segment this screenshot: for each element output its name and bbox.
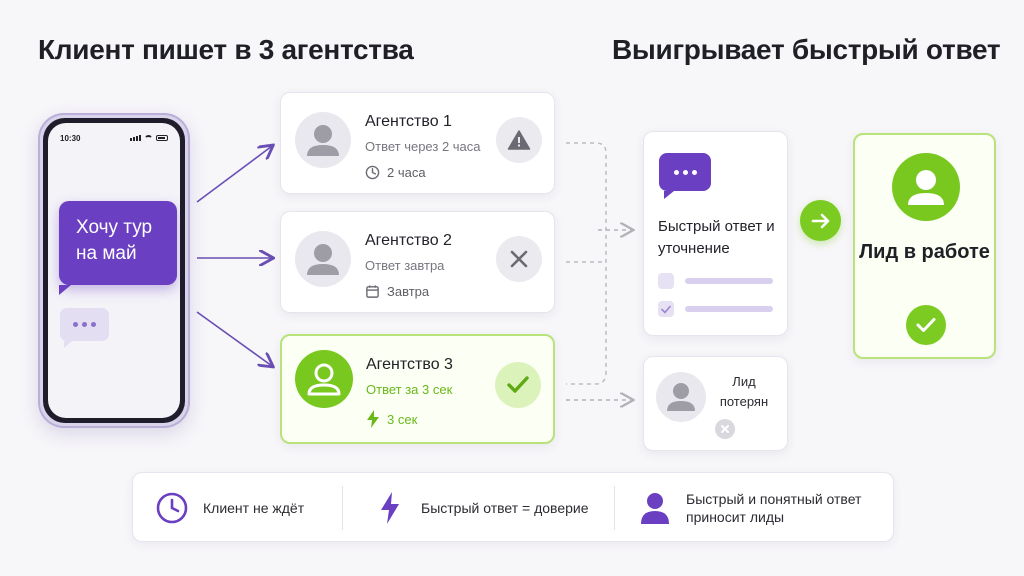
checklist-row (658, 273, 773, 289)
user-icon (638, 491, 672, 525)
arrow-to-agency-3 (196, 311, 272, 366)
user-avatar-icon (892, 153, 960, 221)
checklist-line (685, 278, 773, 284)
agency-time-label: 2 часа (387, 165, 426, 180)
feature-item: Быстрый ответ = доверие (373, 473, 589, 543)
agency-card-3: Агентство 3 Ответ за 3 сек 3 сек (280, 334, 555, 444)
lead-text: Лид в работе (859, 241, 990, 263)
title-left: Клиент пишет в 3 агентства (38, 34, 414, 65)
agency-time: Завтра (365, 284, 429, 299)
status-time: 10:30 (60, 134, 81, 143)
agency-time: 2 часа (365, 165, 426, 180)
feature-text: Быстрый и понятный ответ приносит лиды (686, 490, 862, 525)
cross-icon (496, 236, 542, 282)
calendar-icon (366, 285, 379, 298)
status-bar: 10:30 (60, 134, 168, 146)
phone-screen: 10:30 Хочу тур на май (48, 123, 180, 418)
lightning-icon (367, 410, 379, 428)
wifi-icon (144, 135, 153, 141)
title-right: Выигрывает быстрый ответ (612, 34, 1001, 65)
check-icon (495, 362, 541, 408)
signal-icon (130, 135, 141, 141)
divider (614, 486, 615, 530)
fast-response-card: Быстрый ответ и уточнение (643, 131, 788, 336)
features-bar: Клиент не ждёт Быстрый ответ = доверие Б… (132, 472, 894, 542)
battery-icon (156, 135, 168, 141)
fast-response-text: Быстрый ответ и уточнение (658, 218, 775, 257)
agency-name: Агентство 1 (365, 113, 452, 130)
agency-time-label: Завтра (387, 284, 430, 299)
cross-icon (715, 419, 735, 439)
phone: 10:30 Хочу тур на май (38, 113, 190, 428)
checkbox-icon (658, 273, 674, 289)
user-avatar-icon (295, 350, 353, 408)
agency-time-label: 3 сек (387, 411, 418, 427)
chat-icon (659, 153, 711, 199)
checklist-row (658, 301, 773, 317)
check-icon (906, 305, 946, 345)
lost-lead-text: Лид потерян (719, 374, 769, 410)
user-avatar-icon (295, 231, 351, 287)
agency-name: Агентство 3 (366, 356, 453, 373)
agency-name: Агентство 2 (365, 232, 452, 249)
feature-item: Клиент не ждёт (155, 473, 304, 543)
clock-icon (365, 165, 380, 180)
feature-item: Быстрый и понятный ответ приносит лиды (638, 473, 886, 543)
lost-lead-card: Лид потерян (643, 356, 788, 451)
checkbox-checked-icon (658, 301, 674, 317)
lead-in-work-card: Лид в работе (853, 133, 996, 359)
message-bubble: Хочу тур на май (59, 201, 177, 295)
dashed-agency-1 (566, 142, 607, 385)
agency-response: Ответ через 2 часа (365, 139, 481, 154)
arrow-right-icon (800, 200, 841, 241)
user-avatar-icon (656, 372, 706, 422)
feature-text: Быстрый ответ = доверие (421, 500, 589, 516)
agency-card-2: Агентство 2 Ответ завтра Завтра (280, 211, 555, 313)
agency-response: Ответ завтра (365, 258, 445, 273)
typing-dots-icon (60, 308, 109, 348)
user-avatar-icon (295, 112, 351, 168)
agency-response: Ответ за 3 сек (366, 382, 453, 397)
divider (342, 486, 343, 530)
arrow-to-agency-1 (196, 146, 272, 203)
agency-time: 3 сек (366, 410, 417, 428)
feature-text: Клиент не ждёт (203, 500, 305, 516)
lightning-icon (373, 491, 407, 525)
agency-card-1: Агентство 1 Ответ через 2 часа 2 часа (280, 92, 555, 194)
warning-icon (496, 117, 542, 163)
clock-icon (155, 491, 189, 525)
checklist-line (685, 306, 773, 312)
